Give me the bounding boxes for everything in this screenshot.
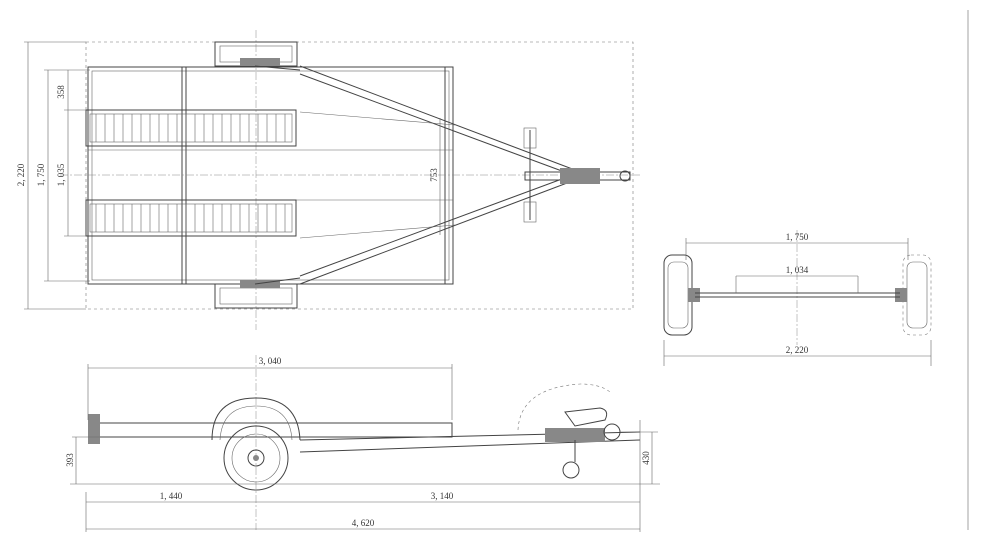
lower-ramp xyxy=(85,199,297,237)
dim-overall-width: 2, 220 xyxy=(16,163,26,186)
dim-frame-width: 753 xyxy=(429,168,439,182)
front-wheel-right xyxy=(895,254,932,336)
top-wheel-lower xyxy=(214,277,301,309)
dim-inner: 1, 035 xyxy=(56,163,66,186)
upper-ramp xyxy=(85,109,297,147)
top-dims: 2, 220 1, 750 358 1, 035 753 xyxy=(16,41,441,310)
top-wheel-upper xyxy=(214,41,301,71)
front-dim-overall: 2, 220 xyxy=(786,345,809,355)
top-view: 2, 220 1, 750 358 1, 035 753 xyxy=(16,30,640,330)
side-dim-frame-height: 393 xyxy=(65,453,75,467)
side-dim-frame-length: 3, 040 xyxy=(259,356,282,366)
dim-offset: 358 xyxy=(56,85,66,99)
coupler-top xyxy=(523,127,631,223)
side-wheel xyxy=(223,425,289,491)
side-coupler xyxy=(517,383,621,479)
dim-track: 1, 750 xyxy=(36,163,46,186)
drawbar xyxy=(299,65,576,285)
side-dim-coupler-height: 430 xyxy=(641,451,651,465)
front-dim-inner: 1, 034 xyxy=(786,265,809,275)
side-dim-overall-length: 4, 620 xyxy=(352,518,375,528)
side-dim-front-to-axle: 1, 440 xyxy=(160,491,183,501)
front-dim-track: 1, 750 xyxy=(786,232,809,242)
side-view: 3, 040 1, 440 3, 140 4, 620 393 430 xyxy=(65,355,660,532)
side-dim-axle-to-hitch: 3, 140 xyxy=(431,491,454,501)
front-wheel-left xyxy=(663,254,700,336)
front-view: 1, 750 1, 034 2, 220 xyxy=(663,230,932,366)
